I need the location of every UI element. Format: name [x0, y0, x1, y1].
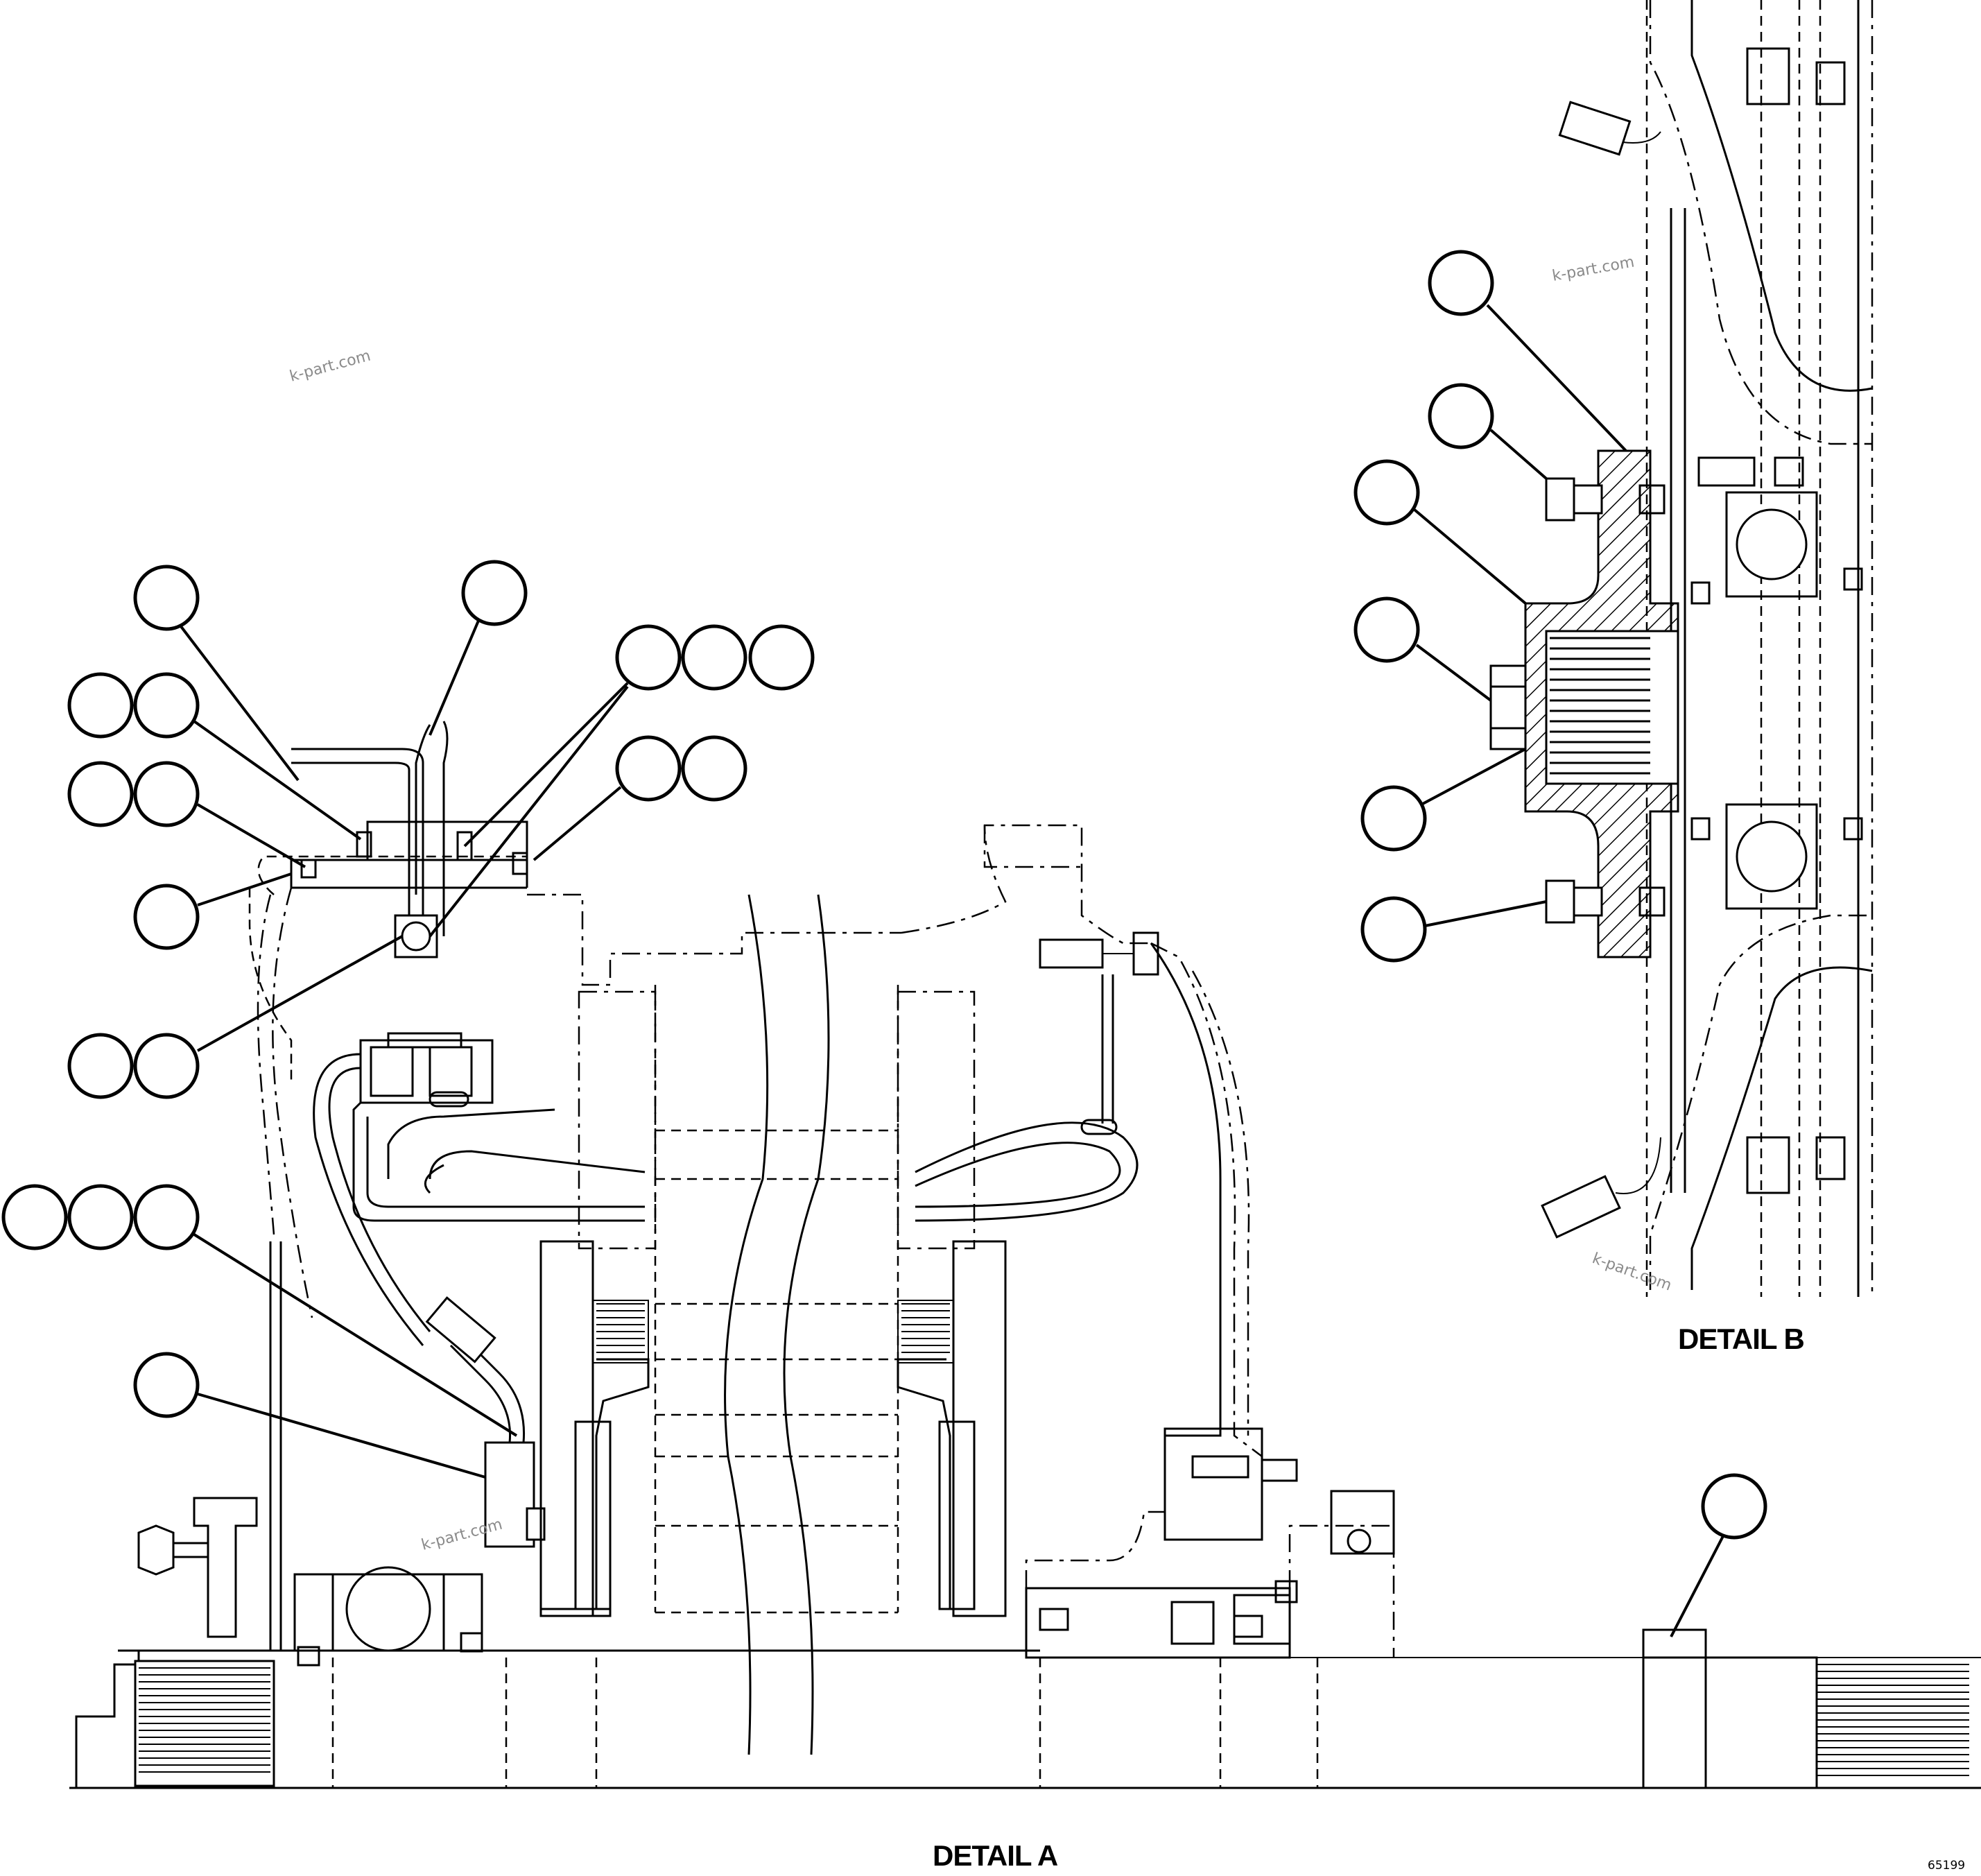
leader-line — [197, 872, 292, 906]
leader-line — [1413, 508, 1527, 605]
spline-teeth-right — [1817, 1664, 1969, 1776]
callout-circle — [1701, 1473, 1767, 1540]
callout-circle — [461, 560, 528, 626]
callout-circle — [133, 1352, 200, 1418]
callout-circle — [615, 735, 682, 802]
leader-line — [1424, 900, 1547, 927]
detail-a-callouts — [1, 560, 1767, 1637]
watermark-text: k-part.com — [1590, 1250, 1674, 1294]
callout-circle — [67, 1184, 134, 1250]
callout-circle — [133, 565, 200, 631]
leader-line — [533, 786, 622, 861]
leader-line — [193, 1233, 518, 1437]
callout-circle — [67, 761, 134, 827]
hub-spline-lines — [1550, 637, 1650, 775]
callout-circle — [133, 672, 200, 739]
callout-circle — [1353, 459, 1420, 526]
leader-line — [1670, 1535, 1724, 1637]
leader-line — [193, 720, 362, 841]
leader-line — [1486, 304, 1627, 452]
leader-line — [196, 803, 306, 868]
callout-circle — [615, 624, 682, 691]
callout-circle — [1360, 785, 1427, 852]
callout-circle — [1428, 250, 1494, 316]
detail-b-assembly — [1489, 0, 1874, 1297]
gear-teeth-right — [901, 1303, 950, 1353]
callout-circle — [67, 1033, 134, 1099]
callout-circle — [1360, 896, 1427, 963]
leader-line — [463, 682, 629, 847]
callout-circle — [133, 1033, 200, 1099]
leader-line — [1421, 748, 1526, 806]
detail-b-callouts — [1353, 250, 1627, 963]
callout-circle — [1, 1184, 68, 1250]
detail-b-label: DETAIL B — [1678, 1323, 1804, 1355]
callout-circle — [133, 761, 200, 827]
spline-teeth-left — [139, 1667, 270, 1773]
watermark-text: k-part.com — [288, 347, 372, 386]
leader-line — [197, 1393, 486, 1479]
figure-number: 65199 — [1928, 1859, 1965, 1873]
callout-circle — [681, 735, 747, 802]
watermark-text: k-part.com — [419, 1516, 504, 1554]
detail-a-assembly — [69, 721, 1981, 1789]
callout-circle — [681, 624, 747, 691]
callout-circle — [67, 672, 134, 739]
leader-line — [1489, 429, 1548, 480]
detail-a-label: DETAIL A — [933, 1839, 1058, 1872]
leader-line — [429, 620, 480, 736]
callout-circle — [1428, 383, 1494, 449]
callout-circle — [1353, 596, 1420, 663]
leader-line — [197, 935, 403, 1052]
callout-circle — [133, 1184, 200, 1250]
watermark-text: k-part.com — [1551, 253, 1636, 284]
leader-line — [179, 624, 300, 782]
leader-line — [1415, 644, 1492, 702]
leader-line — [429, 685, 629, 938]
callout-circle — [133, 884, 200, 950]
callout-circle — [748, 624, 815, 691]
gear-teeth-left — [596, 1303, 645, 1353]
